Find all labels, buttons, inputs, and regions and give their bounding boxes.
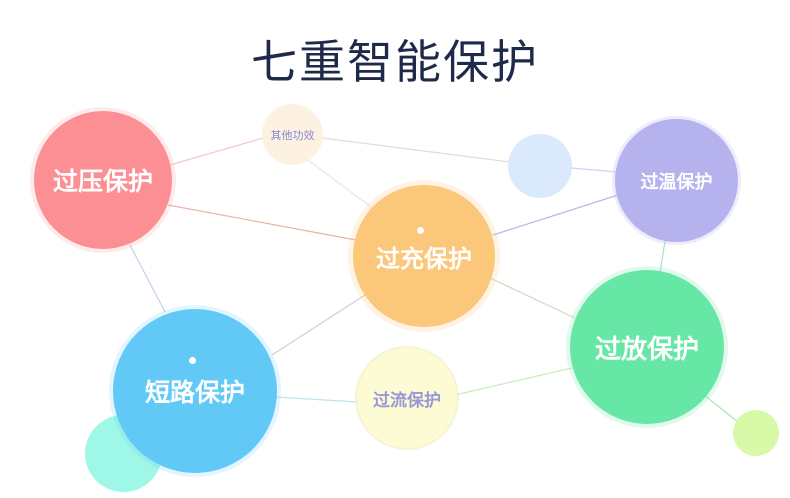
decorative-bubble-blue <box>508 134 572 198</box>
node-overdischarge-label: 过放保护 <box>594 334 699 365</box>
link-overcurrent-overdischarge <box>454 367 573 396</box>
node-overvoltage-label: 过压保护 <box>52 167 153 196</box>
node-overvoltage-protection: 过压保护 <box>34 111 172 249</box>
link-overtemp-overdischarge <box>659 240 666 274</box>
link-overvoltage-other <box>169 137 264 166</box>
node-overtemperature-protection: 过温保护 <box>615 119 738 242</box>
link-other-blue <box>321 137 511 163</box>
node-overcurrent-label: 过流保护 <box>373 390 441 411</box>
node-other-functions: 其他功效 <box>262 104 323 165</box>
decorative-bubble-lime <box>733 410 779 456</box>
link-overvoltage-overcharge <box>167 204 357 241</box>
link-other-overcharge <box>307 159 376 211</box>
page-title: 七重智能保护 <box>251 35 539 89</box>
node-other-functions-label: 其他功效 <box>270 128 315 142</box>
node-overdischarge-protection: 过放保护 <box>570 270 724 424</box>
node-overcharge-protection: 过充保护 <box>353 185 495 327</box>
node-short-circuit-label: 短路保护 <box>144 378 245 407</box>
node-overtemperature-label: 过温保护 <box>640 171 713 193</box>
link-overcharge-overtemp <box>492 194 619 236</box>
node-overcurrent-protection: 过流保护 <box>357 348 457 448</box>
link-shortcircuit-overcurrent <box>275 396 359 403</box>
link-overdischarge-lime <box>703 394 739 423</box>
node-short-circuit-protection: 短路保护 <box>113 309 277 473</box>
link-overvoltage-shortcircuit <box>129 244 166 313</box>
link-blue-overtemp <box>571 167 618 173</box>
node-short-circuit-dot <box>189 357 196 364</box>
node-overcharge-dot <box>417 227 424 234</box>
node-overcharge-label: 过充保护 <box>376 244 472 273</box>
link-overcharge-shortcircuit <box>271 294 366 356</box>
link-overcharge-overdischarge <box>489 277 576 319</box>
